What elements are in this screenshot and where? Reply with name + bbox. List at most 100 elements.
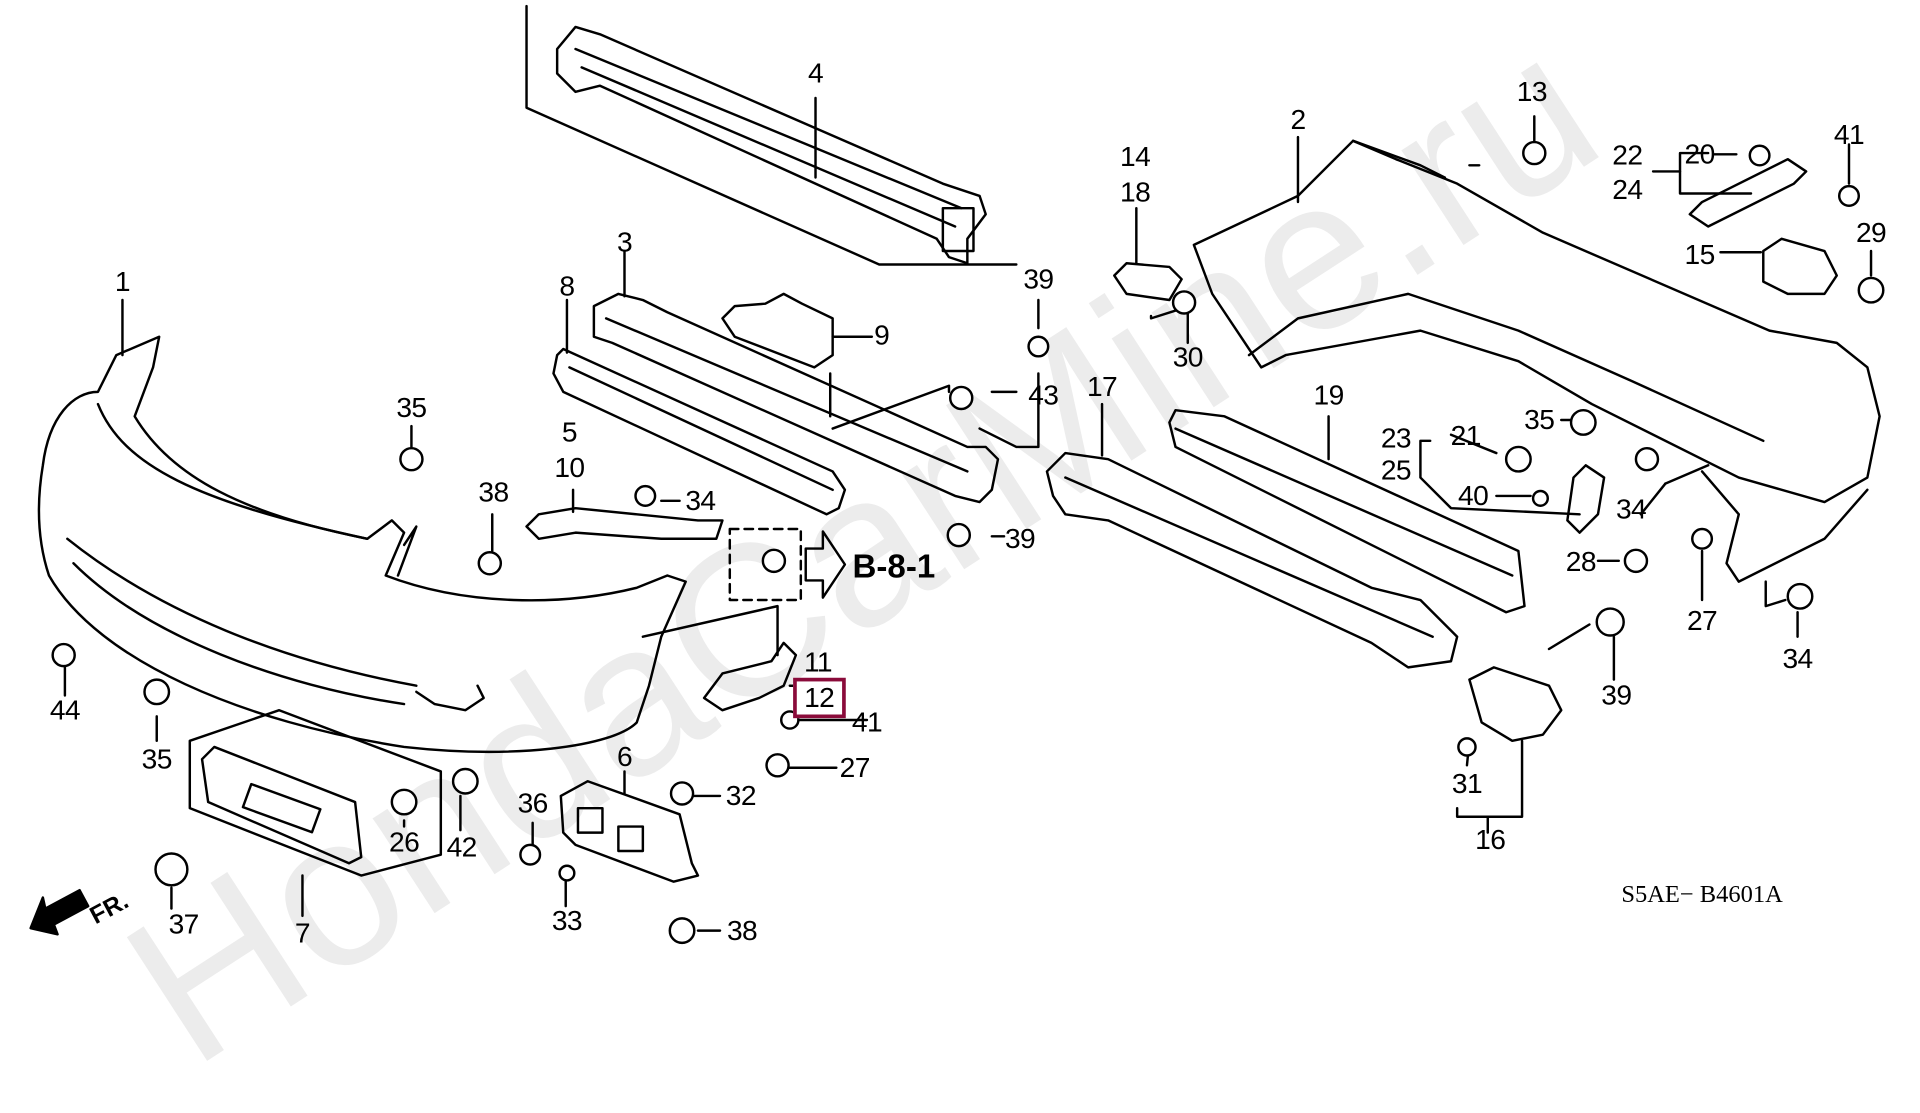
callout-19[interactable]: 19 (1313, 378, 1345, 411)
callout-12-highlighted[interactable]: 12 (793, 677, 846, 719)
nut-31-icon (1457, 737, 1477, 757)
callout-25[interactable]: 25 (1380, 453, 1412, 486)
callout-27b[interactable]: 27 (1686, 604, 1718, 637)
callout-29[interactable]: 29 (1855, 216, 1887, 248)
callout-22[interactable]: 22 (1612, 138, 1643, 171)
part-2-rear-bumper (1192, 135, 1881, 583)
screw-41a-icon (1837, 184, 1861, 207)
callout-6[interactable]: 6 (616, 740, 633, 773)
part-1-front-bumper (37, 335, 687, 753)
callout-4[interactable]: 4 (807, 56, 824, 89)
callout-28[interactable]: 28 (1565, 545, 1597, 578)
callout-13[interactable]: 13 (1516, 75, 1548, 108)
bolt-39a-icon (1027, 335, 1050, 358)
callout-14[interactable]: 14 (1120, 140, 1151, 173)
nut-34c-icon (1786, 582, 1814, 610)
part-6-bracket (559, 770, 700, 883)
callout-21[interactable]: 21 (1450, 419, 1482, 452)
bolt-b81-icon (761, 548, 787, 574)
part-4-frame (525, 4, 1018, 266)
part-17-beam (1045, 402, 1459, 669)
bolt-39b-icon (946, 522, 972, 548)
callout-34b[interactable]: 34 (1615, 492, 1647, 525)
clip-44-icon (51, 642, 76, 668)
clip-34b-icon (1634, 446, 1660, 472)
part-7-license-plate (188, 708, 443, 918)
callout-11[interactable]: 11 (803, 645, 833, 678)
callout-24[interactable]: 24 (1612, 173, 1643, 206)
callout-42[interactable]: 42 (446, 830, 478, 863)
clip-35c-icon (1569, 408, 1597, 436)
diagram-artwork (29, 4, 1885, 945)
callout-36[interactable]: 36 (517, 786, 549, 819)
callout-2[interactable]: 2 (1290, 103, 1306, 136)
callout-16[interactable]: 16 (1475, 823, 1506, 856)
callout-3[interactable]: 3 (616, 225, 633, 258)
callout-30[interactable]: 30 (1172, 341, 1204, 373)
screw-29-icon (1857, 276, 1885, 304)
clip-37-icon (154, 852, 189, 887)
callout-27a[interactable]: 27 (839, 751, 871, 784)
clip-13-icon (1522, 140, 1547, 166)
callout-41a[interactable]: 41 (1833, 118, 1865, 151)
part-4-reinforcement (555, 25, 987, 265)
callout-35c[interactable]: 35 (1524, 403, 1555, 436)
callout-23[interactable]: 23 (1380, 421, 1412, 454)
callout-26[interactable]: 26 (389, 825, 420, 858)
callout-18[interactable]: 18 (1120, 175, 1151, 208)
screw-40-icon (1531, 489, 1549, 507)
clip-20-icon (1748, 144, 1771, 167)
callout-38a[interactable]: 38 (478, 475, 509, 508)
callout-34a[interactable]: 34 (685, 484, 716, 517)
nut-32-icon (669, 781, 695, 806)
part-15-bracket (1719, 237, 1838, 296)
callout-8[interactable]: 8 (559, 270, 575, 302)
callout-33[interactable]: 33 (551, 904, 583, 937)
callout-5[interactable]: 5 (561, 415, 578, 448)
part-23-bracket (1419, 439, 1606, 534)
collar-30-icon (1171, 290, 1197, 315)
callout-40[interactable]: 40 (1458, 479, 1489, 512)
screw-26-icon (390, 788, 418, 816)
bolt-27b-icon (1691, 527, 1714, 550)
callout-44[interactable]: 44 (49, 693, 81, 726)
callout-7[interactable]: 7 (294, 916, 311, 949)
b81-dashed-box (728, 527, 847, 602)
fasteners (51, 140, 1885, 945)
nut-33-icon (558, 864, 576, 882)
screw-28-icon (1623, 548, 1649, 574)
callout-39c[interactable]: 39 (1601, 678, 1632, 711)
callout-1[interactable]: 1 (114, 265, 131, 297)
bolt-38b-icon (668, 917, 696, 945)
callout-10[interactable]: 10 (554, 451, 585, 484)
leader-lines (63, 96, 1873, 932)
callout-37[interactable]: 37 (168, 907, 200, 940)
callout-32[interactable]: 32 (725, 779, 757, 812)
front-arrow-icon (29, 888, 90, 936)
part-9-bracket (721, 292, 874, 418)
nut-43-icon (948, 385, 974, 411)
callout-35a[interactable]: 35 (396, 391, 427, 424)
callout-15[interactable]: 15 (1684, 238, 1716, 271)
part-8-absorber (552, 347, 847, 516)
collar-42-icon (451, 767, 479, 795)
bolt-38a-icon (477, 551, 503, 576)
bolt-27a-icon (765, 753, 790, 778)
callout-31[interactable]: 31 (1451, 767, 1483, 799)
callout-41b[interactable]: 41 (851, 705, 883, 738)
callout-20[interactable]: 20 (1684, 137, 1716, 170)
callout-43[interactable]: 43 (1028, 378, 1059, 411)
callout-39a[interactable]: 39 (1023, 262, 1054, 295)
callout-39b[interactable]: 39 (1004, 522, 1036, 555)
callout-38b[interactable]: 38 (726, 914, 758, 946)
callout-34c[interactable]: 34 (1782, 642, 1814, 675)
callout-35b[interactable]: 35 (141, 742, 173, 775)
reference-link-b81[interactable]: B-8-1 (852, 547, 936, 585)
part-22-bracket (1651, 151, 1808, 228)
nut-36-icon (519, 843, 542, 866)
clip-21-icon (1504, 445, 1532, 473)
callout-9[interactable]: 9 (874, 318, 890, 351)
callout-17[interactable]: 17 (1086, 370, 1118, 403)
diagram-code: S5AE− B4601A (1621, 881, 1783, 908)
clip-35b-icon (143, 678, 171, 706)
